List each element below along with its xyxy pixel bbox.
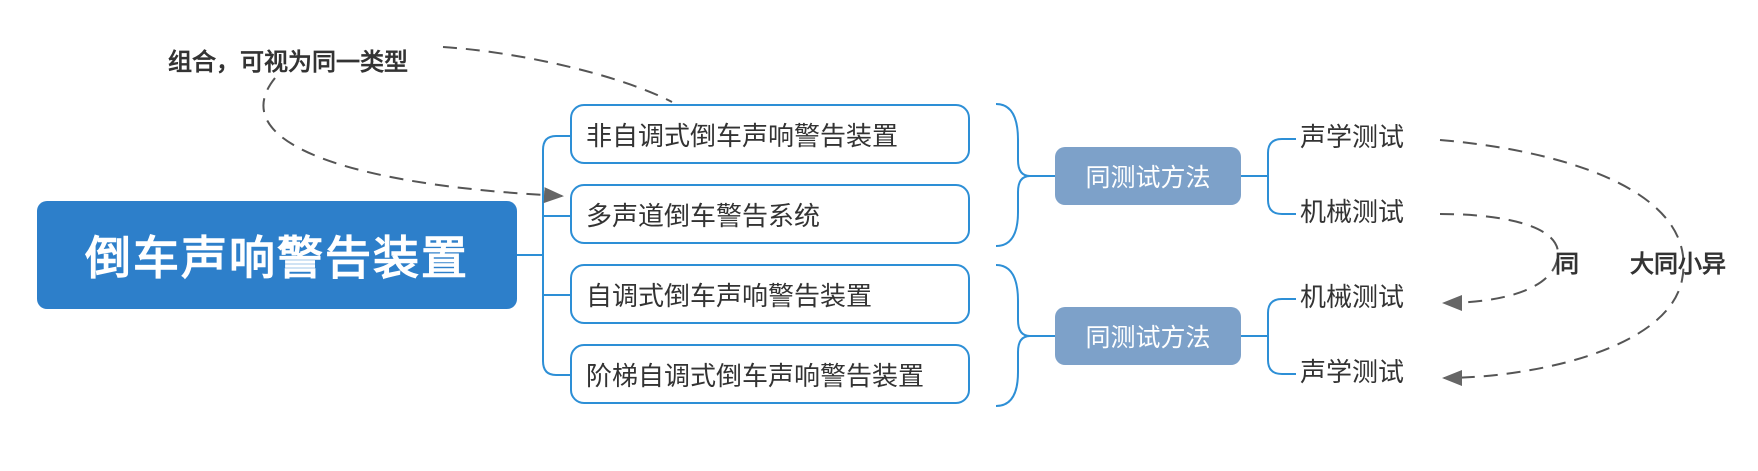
method-branch-lines: [1241, 138, 1296, 375]
brace-lines: [995, 103, 1055, 407]
test-acoustic-1[interactable]: 声学测试: [1300, 123, 1405, 153]
node-non-self-adjusting[interactable]: 非自调式倒车声响警告装置: [570, 104, 970, 164]
dashed-annotation-lines: [262, 46, 1685, 386]
node-multi-channel[interactable]: 多声道倒车警告系统: [570, 184, 970, 244]
root-branch-lines: [517, 135, 570, 376]
note-combine: 组合，可视为同一类型: [168, 48, 408, 76]
root-node[interactable]: 倒车声响警告装置: [37, 201, 517, 309]
note-similar: 大同小异: [1630, 250, 1726, 278]
test-mechanical-2[interactable]: 机械测试: [1300, 283, 1405, 313]
test-mechanical-1[interactable]: 机械测试: [1300, 198, 1405, 228]
test-acoustic-2[interactable]: 声学测试: [1300, 358, 1405, 388]
method-node-2[interactable]: 同测试方法: [1055, 307, 1241, 365]
note-same: 同: [1555, 250, 1579, 278]
node-stepped-self-adjusting[interactable]: 阶梯自调式倒车声响警告装置: [570, 344, 970, 404]
node-self-adjusting[interactable]: 自调式倒车声响警告装置: [570, 264, 970, 324]
method-node-1[interactable]: 同测试方法: [1055, 147, 1241, 205]
